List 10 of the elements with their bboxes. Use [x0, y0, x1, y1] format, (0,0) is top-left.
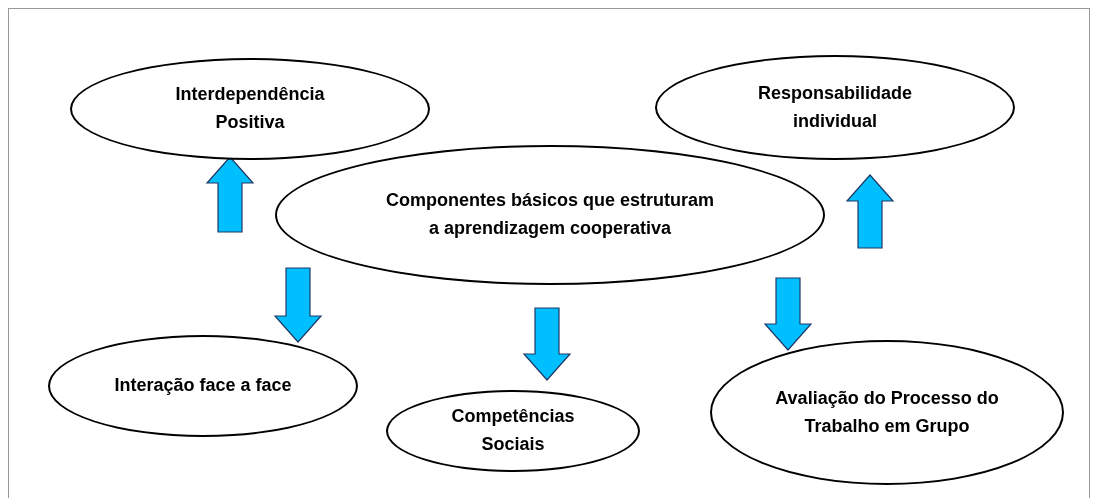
node-label: Interação face a face	[114, 374, 292, 398]
node-label: Competências Sociais	[450, 405, 576, 456]
node-label: Interdependência Positiva	[174, 83, 326, 134]
block-arrow	[845, 174, 895, 249]
node-label: Responsabilidade individual	[756, 81, 913, 133]
block-arrow	[763, 277, 813, 351]
node-label: Componentes básicos que estruturam a aprendizagem cooperativa	[385, 189, 715, 240]
block-arrow	[273, 267, 323, 343]
node-label: Avaliação do Processo do Trabalho em Grupo	[774, 386, 1000, 438]
block-arrow	[522, 307, 572, 381]
